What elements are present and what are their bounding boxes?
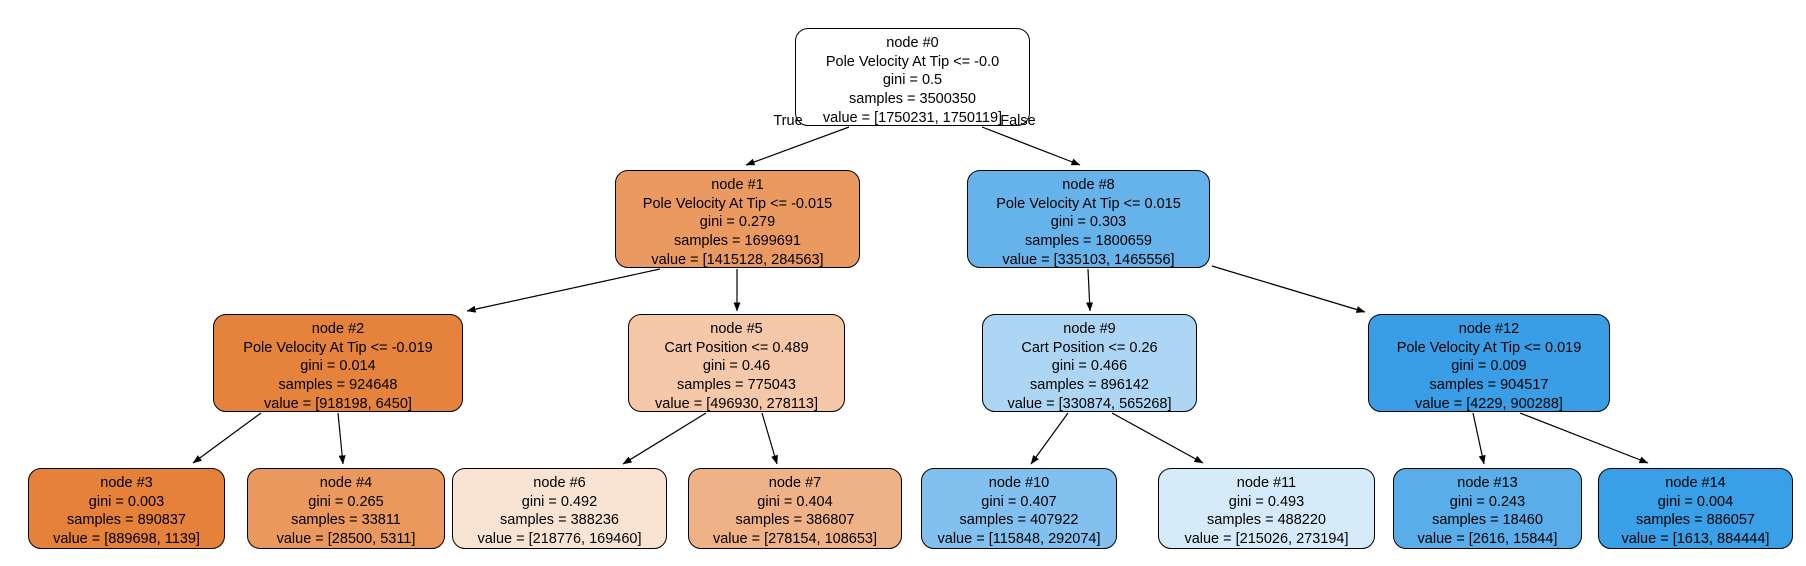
node-title: node #1 xyxy=(711,177,764,193)
tree-edge-12-14 xyxy=(1519,412,1649,464)
tree-node-11: node #11 gini = 0.493 samples = 488220 valu… xyxy=(1158,468,1375,549)
tree-node-5: node #5 Cart Position <= 0.489 gini = 0.46… xyxy=(628,314,845,412)
tree-node-7: node #7 gini = 0.404 samples = 386807 value… xyxy=(688,468,902,549)
node-title: node #9 xyxy=(1063,321,1116,337)
node-title: node #12 xyxy=(1458,321,1520,337)
gini-text: gini = 0.466 xyxy=(1051,358,1128,375)
samples-text: samples = 388236 xyxy=(500,512,619,529)
node-title: node #11 xyxy=(1236,475,1297,491)
value-text: value = [335103, 1465556] xyxy=(1002,251,1175,268)
tree-edge-0-8 xyxy=(981,126,1081,166)
gini-text: gini = 0.014 xyxy=(300,358,376,375)
edge-label-false: False xyxy=(1000,113,1036,129)
tree-edge-8-9 xyxy=(1086,268,1094,312)
samples-text: samples = 1699691 xyxy=(674,233,801,250)
tree-edge-8-12 xyxy=(1211,265,1366,313)
value-text: value = [1750231, 1750119] xyxy=(822,109,1003,126)
tree-edge-2-4 xyxy=(337,412,346,465)
value-text: value = [496930, 278113] xyxy=(655,395,818,412)
split-condition: Pole Velocity At Tip <= 0.015 xyxy=(996,195,1181,212)
value-text: value = [2616, 15844] xyxy=(1417,531,1558,548)
value-text: value = [889698, 1139] xyxy=(53,531,200,548)
gini-text: gini = 0.265 xyxy=(308,493,384,510)
samples-text: samples = 3500350 xyxy=(849,91,976,108)
node-title: node #13 xyxy=(1457,475,1518,491)
gini-text: gini = 0.5 xyxy=(882,72,943,89)
split-condition: Pole Velocity At Tip <= -0.019 xyxy=(243,339,433,356)
tree-edge-9-10 xyxy=(1030,412,1069,465)
tree-node-4: node #4 gini = 0.265 samples = 33811 value … xyxy=(247,468,445,549)
samples-text: samples = 775043 xyxy=(677,377,796,394)
value-text: value = [115848, 292074] xyxy=(937,531,1101,548)
tree-node-3: node #3 gini = 0.003 samples = 890837 value… xyxy=(28,468,225,549)
tree-node-2: node #2 Pole Velocity At Tip <= -0.019 gin… xyxy=(213,314,463,412)
tree-node-10: node #10 gini = 0.407 samples = 407922 valu… xyxy=(921,468,1117,549)
tree-edge-5-6 xyxy=(622,412,707,465)
samples-text: samples = 890837 xyxy=(67,512,186,529)
tree-node-13: node #13 gini = 0.243 samples = 18460 value… xyxy=(1393,468,1582,549)
tree-edge-5-7 xyxy=(761,412,778,465)
node-title: node #2 xyxy=(311,321,365,337)
split-condition: Cart Position <= 0.489 xyxy=(664,339,809,356)
value-text: value = [1415128, 284563] xyxy=(651,251,824,268)
tree-edge-9-11 xyxy=(1111,412,1204,464)
gini-text: gini = 0.243 xyxy=(1449,493,1526,510)
node-title: node #6 xyxy=(533,475,586,491)
gini-text: gini = 0.492 xyxy=(521,493,598,510)
node-title: node #5 xyxy=(710,321,763,337)
gini-text: gini = 0.46 xyxy=(702,358,771,375)
value-text: value = [215026, 273194] xyxy=(1184,531,1349,548)
samples-text: samples = 896142 xyxy=(1030,377,1149,394)
gini-text: gini = 0.009 xyxy=(1451,358,1527,375)
value-text: value = [218776, 169460] xyxy=(477,531,642,548)
gini-text: gini = 0.279 xyxy=(699,214,776,231)
tree-edge-2-3 xyxy=(192,412,262,464)
tree-node-8: node #8 Pole Velocity At Tip <= 0.015 gini… xyxy=(967,170,1210,268)
tree-node-9: node #9 Cart Position <= 0.26 gini = 0.466… xyxy=(982,314,1197,412)
split-condition: Cart Position <= 0.26 xyxy=(1021,339,1158,356)
value-text: value = [28500, 5311] xyxy=(276,531,416,548)
value-text: value = [1613, 884444] xyxy=(1621,531,1770,548)
value-text: value = [278154, 108653] xyxy=(712,531,878,548)
tree-node-6: node #6 gini = 0.492 samples = 388236 value… xyxy=(452,468,667,549)
samples-text: samples = 886057 xyxy=(1636,512,1755,529)
samples-text: samples = 407922 xyxy=(959,512,1079,529)
value-text: value = [330874, 565268] xyxy=(1007,395,1172,412)
samples-text: samples = 386807 xyxy=(735,512,855,529)
split-condition: Pole Velocity At Tip <= 0.019 xyxy=(1396,339,1582,356)
samples-text: samples = 924648 xyxy=(278,377,398,394)
tree-node-1: node #1 Pole Velocity At Tip <= -0.015 gin… xyxy=(615,170,860,268)
samples-text: samples = 1800659 xyxy=(1025,233,1152,250)
samples-text: samples = 18460 xyxy=(1432,512,1543,529)
gini-text: gini = 0.407 xyxy=(981,493,1057,510)
tree-node-14: node #14 gini = 0.004 samples = 886057 valu… xyxy=(1598,468,1793,549)
split-condition: Pole Velocity At Tip <= -0.0 xyxy=(825,53,1000,70)
samples-text: samples = 488220 xyxy=(1207,512,1326,529)
tree-edge-12-13 xyxy=(1472,412,1486,465)
gini-text: gini = 0.404 xyxy=(757,493,833,510)
edge-lines xyxy=(192,126,1649,465)
node-title: node #10 xyxy=(988,475,1050,491)
tree-node-0: node #0 Pole Velocity At Tip <= -0.0 gini … xyxy=(795,28,1030,126)
node-title: node #8 xyxy=(1062,177,1115,193)
samples-text: samples = 904517 xyxy=(1429,377,1549,394)
gini-text: gini = 0.493 xyxy=(1228,493,1305,510)
gini-text: gini = 0.303 xyxy=(1050,214,1127,231)
value-text: value = [918198, 6450] xyxy=(264,395,412,412)
samples-text: samples = 33811 xyxy=(291,512,401,529)
node-title: node #14 xyxy=(1665,475,1726,491)
edge-label-true: True xyxy=(773,113,803,129)
node-title: node #7 xyxy=(768,475,822,491)
split-condition: Pole Velocity At Tip <= -0.015 xyxy=(642,195,833,212)
gini-text: gini = 0.004 xyxy=(1657,493,1734,510)
node-title: node #0 xyxy=(886,35,939,51)
node-title: node #4 xyxy=(319,475,373,491)
gini-text: gini = 0.003 xyxy=(88,493,165,510)
tree-edge-0-1 xyxy=(745,126,850,166)
value-text: value = [4229, 900288] xyxy=(1415,395,1563,412)
tree-edge-1-2 xyxy=(466,268,661,313)
node-title: node #3 xyxy=(100,475,153,491)
